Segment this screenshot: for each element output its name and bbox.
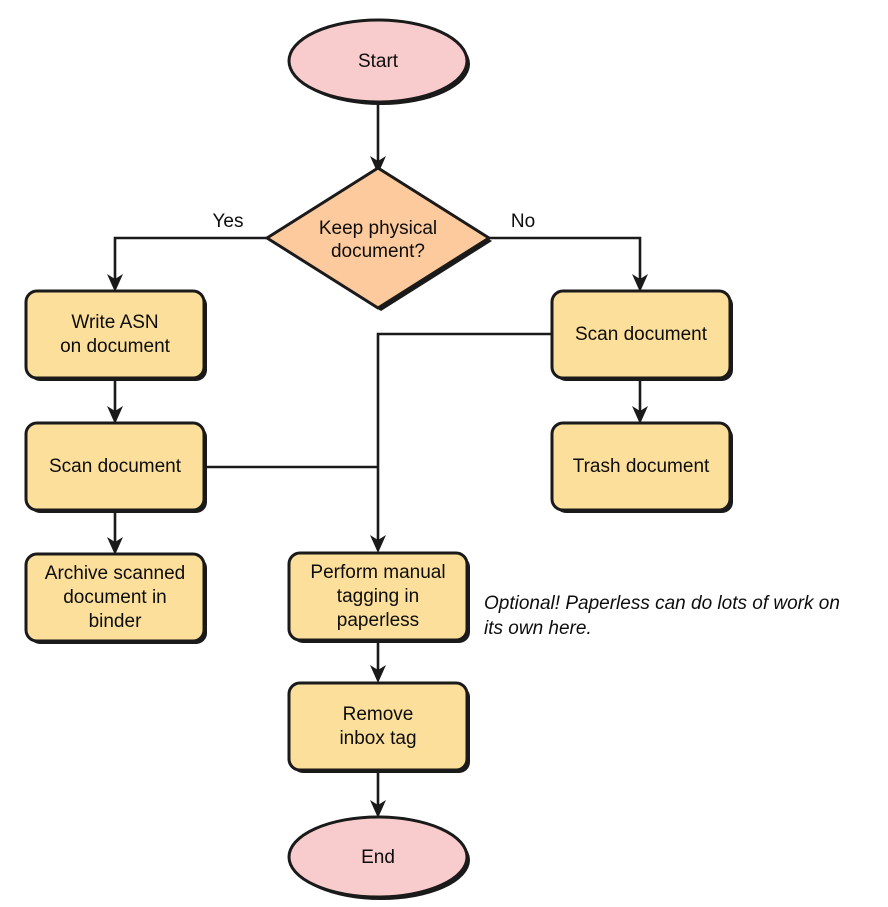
trash-document-box: [550, 421, 732, 512]
manual-tagging-label-line2: tagging in: [337, 586, 419, 607]
edge-scan-right-to-manual-tagging: [370, 332, 552, 553]
node-end[interactable]: End: [287, 815, 470, 900]
node-remove-inbox-tag[interactable]: Remove inbox tag: [287, 681, 470, 773]
node-start[interactable]: Start: [287, 18, 470, 105]
node-trash-document[interactable]: Trash document: [550, 421, 733, 513]
scan-document-left-box: [24, 421, 206, 512]
node-scan-document-left[interactable]: Scan document: [24, 421, 207, 513]
archive-label-line2: document in: [63, 587, 167, 608]
archive-label-line3: binder: [89, 611, 142, 632]
remove-inbox-label-line1: Remove: [343, 704, 414, 725]
manual-tagging-label-line3: paperless: [337, 610, 419, 631]
scan-document-left-label: Scan document: [49, 456, 182, 477]
trash-document-label: Trash document: [573, 456, 710, 477]
end-ellipse: [287, 815, 469, 899]
annotation-line2: its own here.: [484, 618, 592, 639]
archive-box: [24, 552, 206, 643]
manual-tagging-label-line1: Perform manual: [310, 562, 445, 583]
archive-label-line1: Archive scanned: [45, 563, 185, 584]
edge-label-no: No: [511, 211, 535, 232]
edge-decision-no-to-scan-right: [489, 236, 648, 292]
node-scan-document-right[interactable]: Scan document: [550, 289, 733, 381]
start-label: Start: [358, 51, 399, 72]
node-archive-scanned-document[interactable]: Archive scanned document in binder: [24, 552, 207, 644]
annotation-line1: Optional! Paperless can do lots of work …: [484, 593, 840, 614]
edge-start-to-decision: [370, 104, 386, 174]
node-write-asn[interactable]: Write ASN on document: [24, 289, 207, 381]
edge-decision-yes-to-write-asn: [107, 236, 267, 292]
scan-document-right-box: [550, 289, 732, 380]
edge-scan-left-to-archive: [107, 512, 123, 555]
manual-tagging-box: [287, 551, 469, 642]
remove-inbox-tag-box: [287, 681, 469, 772]
write-asn-box: [24, 289, 206, 380]
remove-inbox-label-line2: inbox tag: [339, 728, 416, 749]
edge-write-asn-to-scan-left: [107, 380, 123, 424]
write-asn-label-line1: Write ASN: [71, 312, 158, 333]
end-label: End: [361, 847, 395, 868]
node-decision-keep-physical-document[interactable]: Keep physical document?: [265, 166, 492, 311]
edge-label-yes: Yes: [213, 211, 244, 232]
write-asn-label-line2: on document: [60, 336, 171, 357]
decision-diamond: [265, 166, 491, 310]
scan-document-right-label: Scan document: [575, 324, 708, 345]
edge-scan-right-to-trash: [632, 380, 648, 424]
edge-remove-inbox-to-end: [370, 772, 386, 818]
decision-label-line2: document?: [331, 241, 425, 262]
node-perform-manual-tagging[interactable]: Perform manual tagging in paperless: [287, 551, 470, 643]
decision-label-line1: Keep physical: [319, 218, 437, 239]
start-ellipse: [287, 18, 469, 104]
annotation-optional-note: Optional! Paperless can do lots of work …: [484, 593, 840, 639]
edge-manual-tagging-to-remove-inbox: [370, 643, 386, 683]
